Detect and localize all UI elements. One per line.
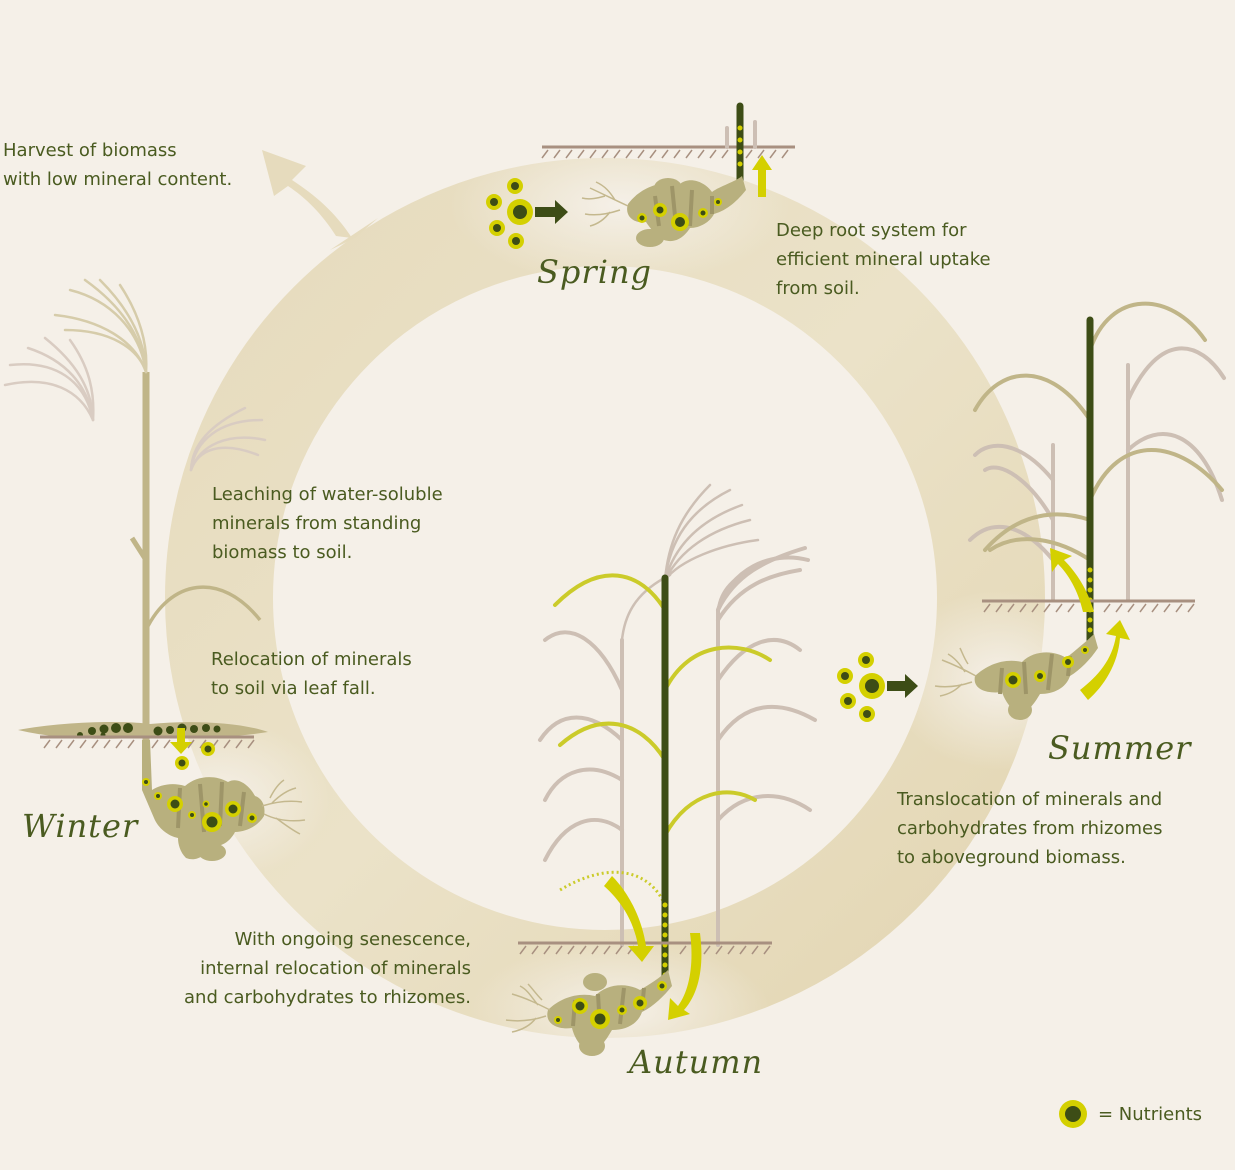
spring-annotation: Deep root system for efficient mineral u… (776, 220, 991, 299)
winter-illustration (3, 278, 306, 861)
down-arrow-icon (170, 728, 192, 754)
up-arrow-icon (752, 155, 772, 197)
legend: = Nutrients (1058, 1099, 1202, 1129)
legend-label: = Nutrients (1098, 1103, 1203, 1125)
soil-nutrients (486, 178, 533, 249)
rhizome (627, 176, 746, 247)
season-label-winter: Winter (22, 807, 139, 845)
down-arrow-icon (668, 933, 702, 1020)
summer-annotation: Translocation of minerals and carbohydra… (897, 789, 1163, 868)
soil-nutrients (837, 652, 885, 722)
leaf-fall-annotation: Relocation of minerals to soil via leaf … (211, 649, 412, 699)
season-label-summer: Summer (1048, 729, 1192, 767)
up-arrow-icon (1080, 620, 1130, 700)
uptake-arrow-icon (535, 200, 568, 224)
season-label-spring: Spring (537, 253, 653, 291)
autumn-annotation: With ongoing senescence, internal reloca… (184, 929, 471, 1008)
summer-illustration (837, 301, 1226, 722)
spring-illustration (486, 102, 795, 249)
leaching-annotation: Leaching of water-soluble minerals from … (212, 484, 443, 563)
harvest-arrow (262, 150, 378, 250)
up-arrow-icon (1050, 548, 1094, 612)
autumn-illustration (505, 483, 817, 1056)
harvest-annotation: Harvest of biomass with low mineral cont… (3, 140, 233, 190)
uptake-arrow-icon (887, 674, 918, 698)
down-arrow-icon (604, 876, 654, 962)
season-label-autumn: Autumn (629, 1043, 764, 1081)
nutrient-icon (1059, 1100, 1087, 1128)
rhizome (547, 970, 672, 1056)
